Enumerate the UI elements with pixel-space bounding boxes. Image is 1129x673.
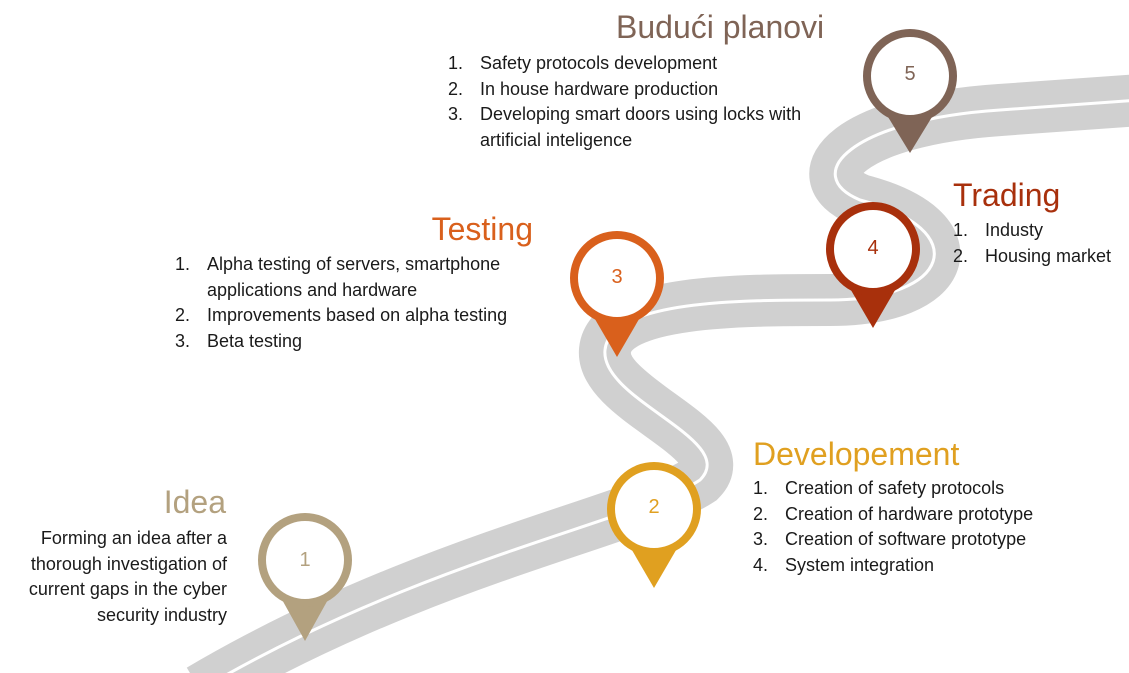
list-item: 2.Improvements based on alpha testing <box>175 305 508 325</box>
testing-list: 1.Alpha testing of servers, smartphone a… <box>175 252 540 354</box>
list-item: 1.Industy <box>953 220 1044 240</box>
list-item: 3.Developing smart doors using locks wit… <box>448 104 802 150</box>
list-item: 3.Creation of software prototype <box>753 529 1027 549</box>
pin-number-5: 5 <box>904 63 916 85</box>
list-item: 2.Creation of hardware prototype <box>753 503 1034 524</box>
map-pin-2-icon <box>607 462 701 588</box>
map-pin-1-icon <box>258 513 352 641</box>
pin-number-2: 2 <box>648 496 660 518</box>
pin-number-1: 1 <box>299 549 311 571</box>
map-pin-4-icon <box>826 202 920 328</box>
list-item: 4.System integration <box>753 554 935 575</box>
list-item: 3.Beta testing <box>175 330 303 351</box>
pin-number-4: 4 <box>867 237 879 259</box>
map-pin-5: 5 <box>861 27 959 155</box>
map-pin-4: 4 <box>824 200 922 330</box>
developement-title: Developement <box>753 436 960 472</box>
future-plans-title: Budući planovi <box>616 9 825 45</box>
trading-list: 1.Industy 2.Housing market <box>953 218 1125 269</box>
map-pin-5-icon <box>863 29 957 153</box>
developement-list: 1.Creation of safety protocols 2.Creatio… <box>753 476 1123 578</box>
trading-title: Trading <box>953 177 1061 213</box>
list-item: 2.Housing market <box>953 245 1112 266</box>
idea-title: Idea <box>163 484 226 520</box>
testing-title: Testing <box>431 211 533 247</box>
future-plans-list: 1.Safety protocols development 2.In hous… <box>448 51 838 153</box>
list-item: 1.Creation of safety protocols <box>753 478 1005 498</box>
map-pin-3-icon <box>570 231 664 357</box>
list-item: 2.In house hardware production <box>448 78 719 99</box>
road-center-line <box>226 99 1129 673</box>
idea-description: Forming an idea after a thorough investi… <box>28 528 227 625</box>
map-pin-1: 1 <box>256 511 354 643</box>
pin-number-3: 3 <box>611 266 623 288</box>
list-item: 1.Safety protocols development <box>448 53 718 73</box>
map-pin-3: 3 <box>568 229 666 359</box>
list-item: 1.Alpha testing of servers, smartphone a… <box>175 254 501 300</box>
map-pin-2: 2 <box>605 460 703 590</box>
